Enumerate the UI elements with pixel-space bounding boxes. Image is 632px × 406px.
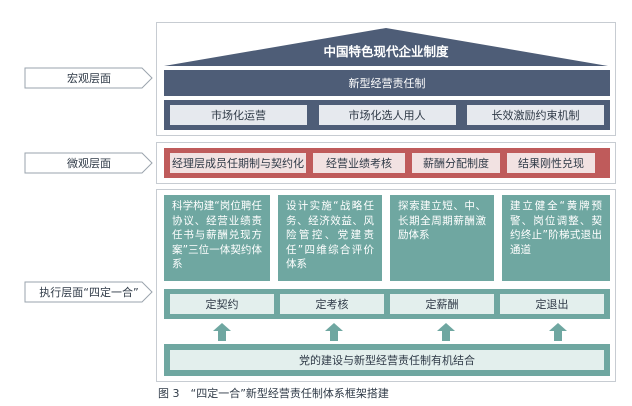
level-label-macro: 宏观层面 xyxy=(24,67,154,89)
execution-desc-box: 建立健全“黄牌预警、岗位调整、契约终止”阶梯式退出通道 xyxy=(502,195,610,281)
macro-item: 市场化运营 xyxy=(170,105,307,125)
up-arrow-icon xyxy=(437,323,455,341)
level-label-micro-text: 微观层面 xyxy=(67,157,111,170)
roof-title: 中国特色现代企业制度 xyxy=(323,44,449,59)
four-item: 定契约 xyxy=(170,294,274,314)
four-items-row: 定契约 定考核 定薪酬 定退出 xyxy=(164,289,610,319)
micro-item: 薪酬分配制度 xyxy=(412,153,500,173)
figure-caption: 图 3 “四定一合”新型经营责任制体系框架搭建 xyxy=(158,387,389,400)
up-arrow-icon xyxy=(213,323,231,341)
level-label-exec-text: 执行层面“四定一合” xyxy=(39,286,139,299)
level-label-exec: 执行层面“四定一合” xyxy=(24,281,154,303)
macro-item: 市场化选人用人 xyxy=(318,105,456,125)
arrow-shape-icon xyxy=(24,67,153,89)
four-item: 定薪酬 xyxy=(390,294,494,314)
macro-item: 长效激励约束机制 xyxy=(467,105,604,125)
macro-items-row: 市场化运营 市场化选人用人 长效激励约束机制 xyxy=(164,100,610,130)
party-building-bar: 党的建设与新型经营责任制有机结合 xyxy=(164,344,610,376)
execution-desc-box: 设计实施“战略任务、经济效益、风险管控、党建责任”四维综合评价体系 xyxy=(278,195,382,281)
macro-main-bar: 新型经营责任制 xyxy=(164,70,610,96)
level-label-micro: 微观层面 xyxy=(24,152,154,174)
four-item: 定考核 xyxy=(280,294,384,314)
roof-shape-icon xyxy=(164,28,608,66)
micro-item: 经营业绩考核 xyxy=(313,153,405,173)
execution-desc-box: 科学构建“岗位聘任协议、经营业绩责任书与薪酬兑现方案”三位一体契约体系 xyxy=(164,195,270,281)
four-item: 定退出 xyxy=(500,294,604,314)
arrow-shape-icon xyxy=(24,281,153,303)
execution-desc-box: 探索建立短、中、长期全周期薪酬激励体系 xyxy=(390,195,494,281)
up-arrow-icon xyxy=(325,323,343,341)
micro-items-row: 经理层成员任期制与契约化 经营业绩考核 薪酬分配制度 结果刚性兑现 xyxy=(164,148,610,178)
party-building-label: 党的建设与新型经营责任制有机结合 xyxy=(170,350,604,370)
micro-item: 经理层成员任期制与契约化 xyxy=(170,153,306,173)
level-label-macro-text: 宏观层面 xyxy=(67,72,111,85)
micro-item: 结果刚性兑现 xyxy=(507,153,595,173)
up-arrow-icon xyxy=(549,323,567,341)
arrow-shape-icon xyxy=(24,152,153,174)
